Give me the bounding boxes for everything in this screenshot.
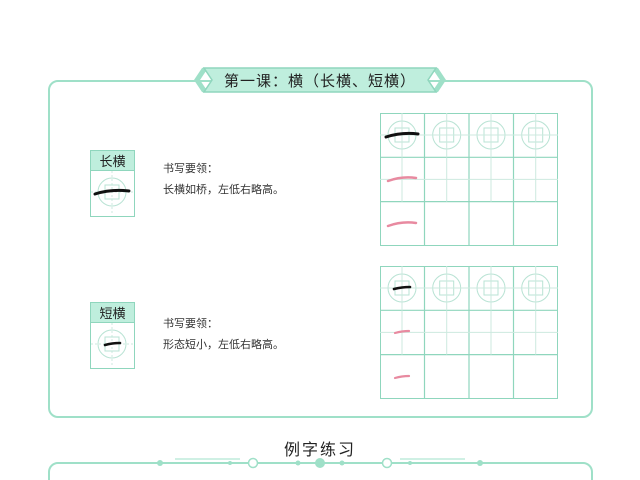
writing-tip-title: 书写要领：	[163, 317, 218, 330]
practice-section-title: 例字练习	[283, 440, 356, 459]
practice-grid-lines	[379, 112, 558, 246]
label-card-title: 短横	[91, 303, 134, 323]
lesson-title: 第一课：横（长横、短横）	[223, 71, 416, 90]
practice-grid-long-stroke	[379, 112, 558, 246]
decorative-ornament-icon	[157, 457, 483, 469]
writing-tip-text: 长横如桥，左低右略高。	[163, 183, 284, 196]
label-card-example	[91, 171, 134, 216]
lesson-frame	[48, 80, 593, 418]
label-card-title: 长横	[91, 151, 134, 171]
practice-grid-short-stroke	[379, 265, 558, 399]
label-card-long-stroke: 长横	[90, 150, 135, 217]
writing-tip-text: 形态短小，左低右略高。	[163, 338, 284, 351]
practice-grid-lines	[379, 265, 558, 399]
lesson-title-banner: 第一课：横（长横、短横）	[194, 66, 446, 94]
label-card-example	[91, 323, 134, 368]
tian-grid-icon	[91, 323, 133, 365]
tian-grid-icon	[91, 171, 133, 213]
writing-tip-title: 书写要领：	[163, 162, 218, 175]
banner-ribbon-shape	[194, 67, 446, 93]
label-card-short-stroke: 短横	[90, 302, 135, 369]
